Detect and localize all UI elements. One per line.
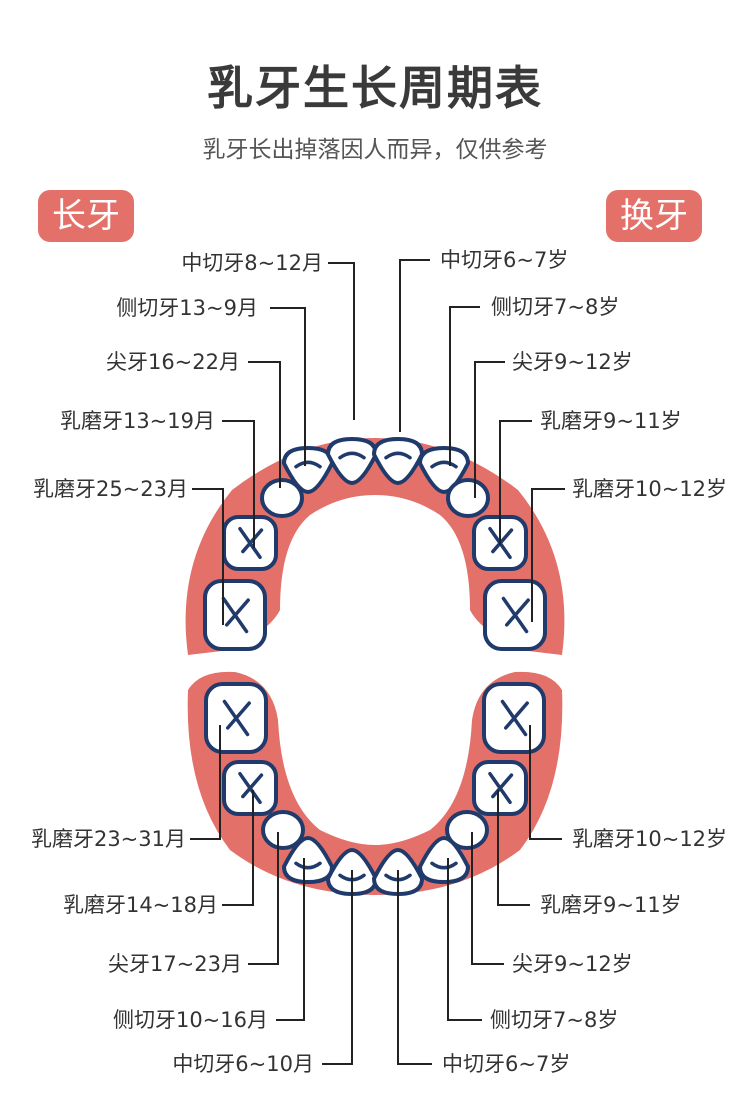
upper-left-upper-central-incisor-leader-line bbox=[328, 262, 355, 420]
upper-right-upper-canine-label: 尖牙9~12岁 bbox=[512, 350, 633, 374]
lower-left-lateral-tooth bbox=[417, 835, 471, 885]
badge-grow-teeth: 长牙 bbox=[38, 190, 134, 242]
lower-left-lower-first-molar-label: 乳磨牙14~18月 bbox=[63, 893, 218, 917]
lower-right-lower-first-molar-leader-line bbox=[497, 790, 530, 906]
lower-left-lower-second-molar-leader-line bbox=[190, 725, 221, 840]
lower-left-second-molar-tooth bbox=[482, 682, 546, 754]
lower-right-second-molar-tooth bbox=[204, 682, 268, 754]
upper-left-lateral-tooth bbox=[417, 445, 471, 495]
lower-left-lower-second-molar-label: 乳磨牙23~31月 bbox=[31, 827, 186, 851]
lower-left-lower-canine-leader-line bbox=[248, 832, 279, 965]
lower-right-lower-central-incisor-leader-line bbox=[397, 870, 432, 1065]
upper-right-upper-central-incisor-label: 中切牙6~7岁 bbox=[440, 248, 568, 272]
page-subtitle: 乳牙长出掉落因人而异，仅供参考 bbox=[202, 137, 548, 163]
upper-left-upper-canine-label: 尖牙16~22月 bbox=[106, 350, 240, 374]
upper-left-upper-second-molar-label: 乳磨牙25~23月 bbox=[33, 477, 188, 501]
upper-right-upper-first-molar-label: 乳磨牙9~11岁 bbox=[540, 409, 682, 433]
upper-right-upper-second-molar-leader-line bbox=[531, 488, 565, 622]
lower-right-lower-second-molar-label: 乳磨牙10~12岁 bbox=[572, 827, 727, 851]
lower-left-lower-lateral-incisor-leader-line bbox=[276, 858, 305, 1021]
lower-right-lower-second-molar-leader-line bbox=[529, 725, 562, 840]
lower-right-lateral-tooth bbox=[281, 835, 335, 885]
upper-right-second-molar-tooth bbox=[203, 579, 267, 651]
upper-right-upper-central-incisor-leader-line bbox=[399, 259, 430, 432]
upper-left-upper-canine-leader-line bbox=[248, 361, 281, 488]
upper-left-upper-lateral-incisor-leader-line bbox=[270, 307, 306, 466]
upper-right-upper-second-molar-label: 乳磨牙10~12岁 bbox=[572, 477, 727, 501]
badge-change-teeth: 换牙 bbox=[606, 190, 702, 242]
upper-right-upper-lateral-incisor-label: 侧切牙7~8岁 bbox=[491, 295, 619, 319]
lower-left-lower-canine-label: 尖牙17~23月 bbox=[108, 952, 242, 976]
lower-right-lower-first-molar-label: 乳磨牙9~11岁 bbox=[540, 893, 682, 917]
upper-left-upper-second-molar-leader-line bbox=[192, 488, 224, 625]
upper-right-first-molar-tooth bbox=[222, 515, 278, 571]
lower-left-canine-tooth bbox=[445, 810, 489, 850]
upper-right-upper-first-molar-leader-line bbox=[499, 420, 532, 545]
upper-left-upper-lateral-incisor-label: 侧切牙13~9月 bbox=[116, 296, 258, 320]
upper-right-upper-lateral-incisor-leader-line bbox=[449, 306, 480, 466]
lower-right-lower-central-incisor-label: 中切牙6~7岁 bbox=[442, 1052, 570, 1076]
page-title: 乳牙生长周期表 bbox=[207, 61, 543, 115]
lower-right-lower-canine-label: 尖牙9~12岁 bbox=[512, 952, 633, 976]
lower-right-canine-tooth bbox=[261, 810, 305, 850]
lower-left-lower-central-incisor-label: 中切牙6~10月 bbox=[172, 1052, 314, 1076]
upper-left-second-molar-tooth bbox=[483, 579, 547, 651]
upper-right-central-tooth bbox=[325, 436, 379, 486]
upper-left-upper-first-molar-leader-line bbox=[222, 420, 255, 548]
lower-left-lower-central-incisor-leader-line bbox=[322, 870, 353, 1065]
upper-right-canine-tooth bbox=[260, 478, 304, 518]
upper-left-canine-tooth bbox=[446, 478, 490, 518]
lower-right-lower-canine-leader-line bbox=[471, 832, 504, 965]
upper-left-upper-central-incisor-label: 中切牙8~12月 bbox=[181, 251, 323, 275]
upper-right-upper-canine-leader-line bbox=[474, 361, 505, 498]
lower-left-first-molar-tooth bbox=[472, 760, 528, 816]
lower-left-lower-first-molar-leader-line bbox=[222, 790, 254, 906]
upper-left-upper-first-molar-label: 乳磨牙13~19月 bbox=[60, 409, 215, 433]
lower-right-lower-lateral-incisor-label: 侧切牙7~8岁 bbox=[490, 1008, 618, 1032]
lower-right-lower-lateral-incisor-leader-line bbox=[447, 858, 482, 1021]
lower-left-lower-lateral-incisor-label: 侧切牙10~16月 bbox=[113, 1008, 268, 1032]
lower-right-first-molar-tooth bbox=[222, 760, 278, 816]
